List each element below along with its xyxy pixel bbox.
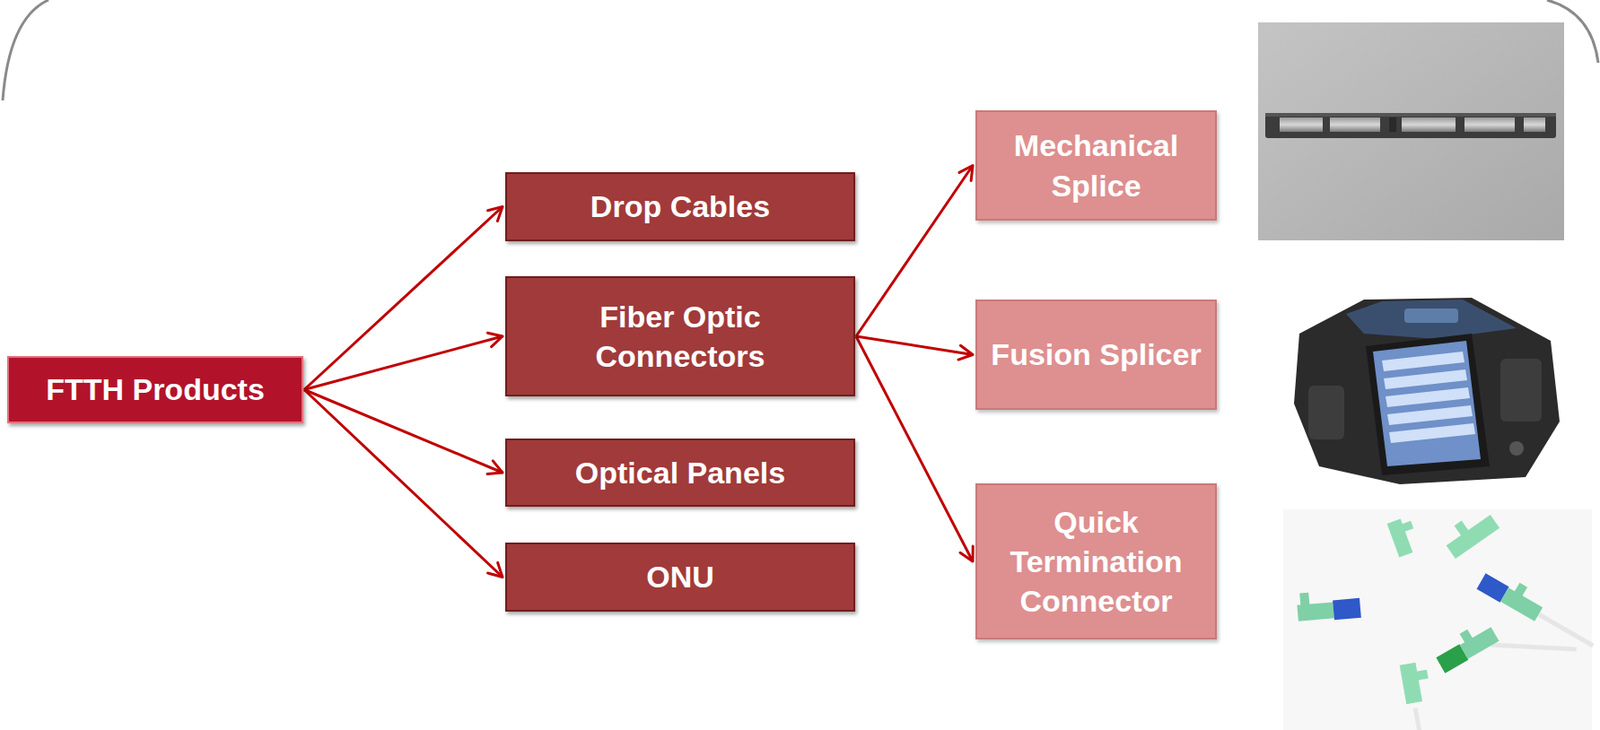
box-label: Fusion Splicer: [990, 334, 1201, 375]
box-label: Optical Panels: [575, 453, 786, 493]
quick-connector-photo: [1283, 505, 1600, 730]
arrow-connector: [856, 336, 973, 562]
category-box: Drop Cables: [505, 172, 856, 242]
box-label: Mechanical Splice: [987, 125, 1205, 205]
method-box: Mechanical Splice: [975, 110, 1217, 221]
box-label: Drop Cables: [590, 186, 770, 227]
frame-arc: [2, 0, 49, 101]
root-box: FTTH Products: [7, 356, 304, 424]
method-box: Quick Termination Connector: [975, 483, 1217, 640]
arrow-connector: [856, 166, 973, 338]
arrow-connector: [304, 207, 503, 391]
box-label: FTTH Products: [45, 369, 265, 410]
category-box: ONU: [505, 542, 856, 613]
arrow-connector: [856, 336, 973, 356]
category-box: Fiber Optic Connectors: [505, 276, 856, 397]
mechanical-splice-photo: [1258, 22, 1565, 241]
method-box: Fusion Splicer: [975, 299, 1217, 411]
category-box: Optical Panels: [505, 438, 856, 508]
fusion-splicer-photo: [1293, 297, 1560, 485]
arrow-connector: [304, 336, 503, 391]
box-label: Quick Termination Connector: [987, 502, 1205, 622]
box-label: ONU: [646, 557, 715, 597]
arrow-connector: [304, 390, 503, 578]
arrow-connector: [304, 390, 503, 474]
box-label: Fiber Optic Connectors: [517, 297, 843, 376]
